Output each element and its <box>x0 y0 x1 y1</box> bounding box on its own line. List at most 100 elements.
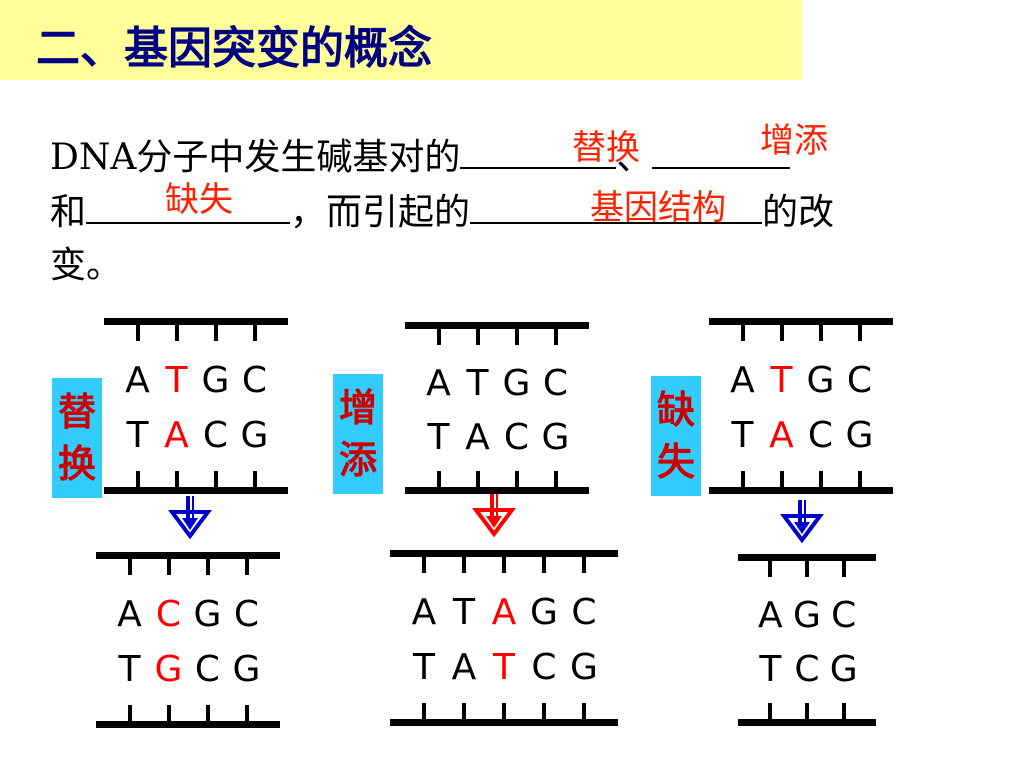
base-top: A <box>491 592 517 634</box>
tick-top <box>436 329 441 345</box>
tick-bottom <box>252 471 257 487</box>
base-top: G <box>530 592 558 634</box>
tick-top <box>542 557 546 573</box>
base-bottom: G <box>541 416 570 458</box>
tick-top <box>252 325 257 341</box>
backbone-bottom <box>709 487 893 494</box>
tick-top <box>582 557 586 573</box>
definition-line-2: 和 ，而引起的 的改 <box>50 183 834 235</box>
red-down-arrow-icon <box>472 494 516 538</box>
base-bottom: G <box>829 648 858 690</box>
tick-bottom <box>422 703 426 719</box>
tick-top <box>514 329 519 345</box>
tick-bottom <box>213 471 218 487</box>
tick-top <box>166 559 171 575</box>
tick-bottom <box>174 471 179 487</box>
base-bottom: T <box>413 646 435 688</box>
base-top: T <box>466 363 489 405</box>
definition-text: 和 <box>50 192 87 233</box>
backbone-top <box>96 552 280 559</box>
answer-substitution: 替换 <box>572 128 640 168</box>
base-bottom: T <box>759 648 782 690</box>
backbone-top <box>390 550 618 557</box>
definition-text: 变。 <box>50 245 123 286</box>
tick-top <box>422 557 426 573</box>
base-top: A <box>426 363 451 405</box>
base-bottom: G <box>240 414 269 456</box>
base-bottom: C <box>202 414 229 456</box>
base-top: G <box>793 595 821 637</box>
answer-blank-4 <box>470 186 763 224</box>
tick-top <box>841 561 846 577</box>
base-top: A <box>411 592 437 634</box>
base-top: C <box>155 594 182 636</box>
definition-line-1: DNA分子中发生碱基对的、 <box>50 128 791 180</box>
tick-top <box>857 325 862 341</box>
tick-bottom <box>779 471 784 487</box>
tick-top <box>174 325 179 341</box>
tick-bottom <box>805 703 809 719</box>
separator: 、 <box>616 137 653 178</box>
tick-bottom <box>818 471 823 487</box>
base-bottom: C <box>194 648 221 690</box>
tick-bottom <box>514 471 519 487</box>
base-top: C <box>846 360 873 402</box>
base-top: T <box>453 592 475 634</box>
backbone-top <box>104 318 288 325</box>
backbone-bottom <box>104 487 288 494</box>
base-top: C <box>241 360 268 402</box>
base-bottom: T <box>731 414 754 456</box>
tick-bottom <box>127 705 132 721</box>
tick-bottom <box>436 471 441 487</box>
tick-top <box>127 559 132 575</box>
base-bottom: A <box>164 414 189 456</box>
label-substitution: 替换 <box>52 378 102 498</box>
base-top: C <box>542 363 569 405</box>
base-top: T <box>165 360 188 402</box>
tick-top <box>205 559 210 575</box>
tick-top <box>502 557 506 573</box>
tick-top <box>135 325 140 341</box>
tick-top <box>768 561 773 577</box>
answer-blank-2 <box>652 131 791 169</box>
base-bottom: C <box>794 648 820 690</box>
tick-top <box>475 329 480 345</box>
tick-bottom <box>740 471 745 487</box>
backbone-top <box>738 554 876 561</box>
blue-down-arrow-icon <box>168 496 212 540</box>
tick-top <box>553 329 558 345</box>
tick-bottom <box>857 471 862 487</box>
definition-line-3: 变。 <box>50 236 122 288</box>
base-top: A <box>758 595 783 637</box>
label-insertion: 增添 <box>333 374 383 494</box>
definition-text: ，而引起的 <box>290 192 471 233</box>
base-top: C <box>233 594 260 636</box>
base-bottom: G <box>232 648 261 690</box>
base-bottom: T <box>118 648 141 690</box>
tick-bottom <box>205 705 210 721</box>
answer-deletion: 缺失 <box>165 180 233 220</box>
base-bottom: T <box>427 416 450 458</box>
base-top: C <box>831 595 857 637</box>
backbone-bottom <box>738 719 876 726</box>
base-bottom: G <box>845 414 874 456</box>
base-bottom: G <box>570 646 598 688</box>
tick-bottom <box>166 705 171 721</box>
tick-top <box>805 561 809 577</box>
tick-bottom <box>502 703 506 719</box>
tick-top <box>818 325 823 341</box>
tick-top <box>462 557 466 573</box>
definition-text: 的改 <box>762 192 835 233</box>
page-title: 二、基因突变的概念 <box>36 23 432 74</box>
